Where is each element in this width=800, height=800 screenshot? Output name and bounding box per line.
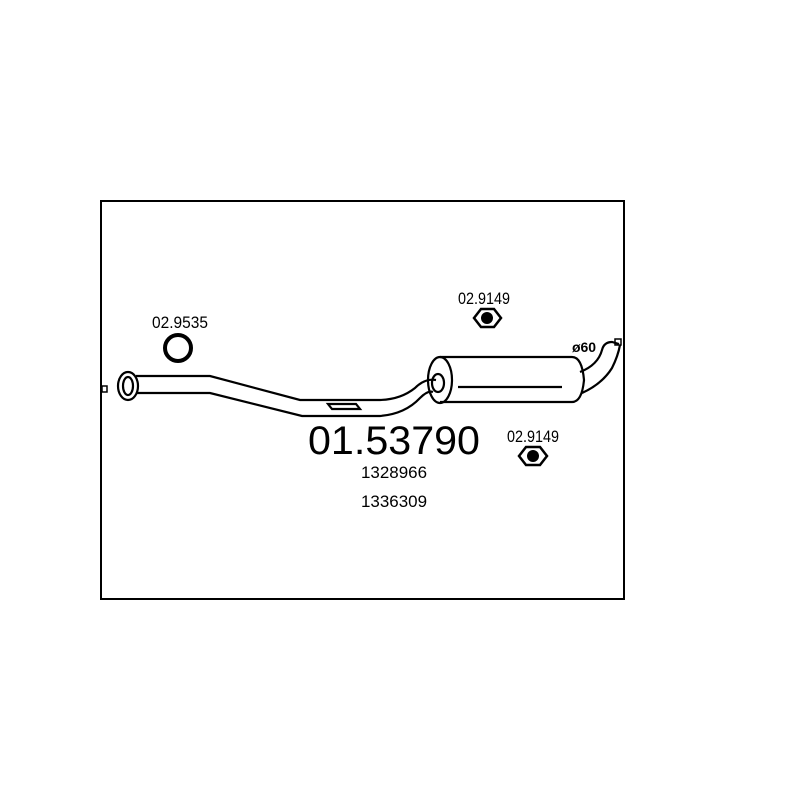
part-number: 01.53790 — [308, 419, 480, 463]
diagram-frame — [100, 200, 625, 600]
inlet-marker-icon — [101, 385, 108, 393]
exhaust-pipe — [116, 340, 622, 418]
hex-nut-top-icon — [472, 307, 503, 329]
gasket-ring-icon — [163, 333, 193, 363]
oe-number-2: 1336309 — [361, 492, 427, 511]
gasket-ring-label: 02.9535 — [152, 313, 208, 332]
hex-nut-bottom-icon — [517, 445, 549, 467]
hex-nut-bottom-label: 02.9149 — [507, 427, 559, 446]
oe-number-1: 1328966 — [361, 463, 427, 482]
diameter-label: ø60 — [572, 339, 596, 355]
hex-nut-top-label: 02.9149 — [458, 289, 510, 308]
